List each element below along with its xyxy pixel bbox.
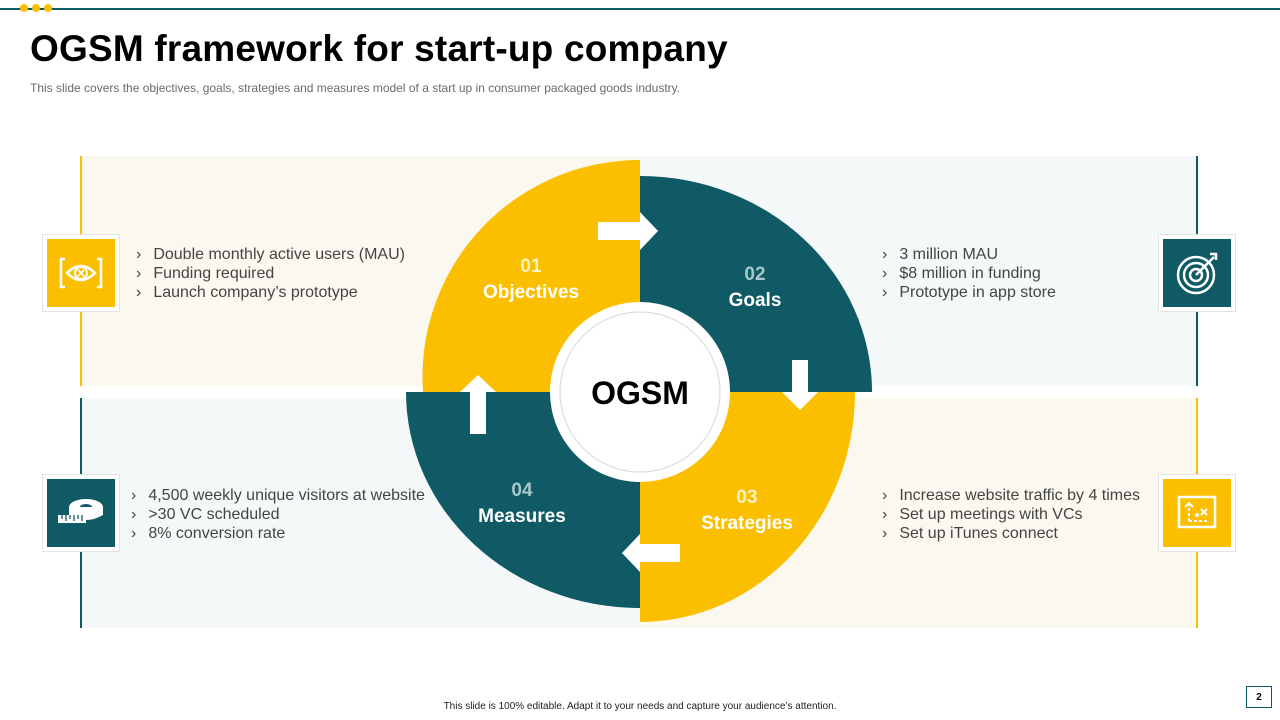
measures-number: 04 <box>511 480 533 501</box>
center-circle <box>550 302 730 482</box>
measures-label: Measures <box>478 506 566 527</box>
list-item: >30 VC scheduled <box>131 505 425 524</box>
list-item: Increase website traffic by 4 times <box>882 486 1140 505</box>
page-number: 2 <box>1246 686 1272 708</box>
goals-bullet-list: 3 million MAU $8 million in funding Prot… <box>882 245 1056 302</box>
list-item: Set up iTunes connect <box>882 524 1140 543</box>
arrow-right-icon <box>598 212 658 250</box>
dartboard-icon <box>1176 252 1218 295</box>
goals-icon-box <box>1158 234 1236 312</box>
goals-number: 02 <box>744 264 765 285</box>
arrow-down-icon <box>782 360 818 410</box>
strategy-board-icon <box>1177 495 1217 529</box>
list-item: Launch company’s prototype <box>136 283 405 302</box>
top-rule <box>0 8 1280 10</box>
arrow-up-icon <box>460 375 496 434</box>
center-circle-ring <box>559 311 721 473</box>
slide-subtitle: This slide covers the objectives, goals,… <box>30 81 681 95</box>
objectives-icon-box <box>42 234 120 312</box>
center-label: OGSM <box>591 375 689 411</box>
eye-target-icon <box>59 257 103 289</box>
list-item: $8 million in funding <box>882 264 1056 283</box>
slide-footer: This slide is 100% editable. Adapt it to… <box>443 701 837 712</box>
measures-bullet-list: 4,500 weekly unique visitors at website … <box>131 486 425 543</box>
slide-decoration-dots <box>20 4 52 12</box>
list-item: 8% conversion rate <box>131 524 425 543</box>
list-item: 4,500 weekly unique visitors at website <box>131 486 425 505</box>
list-item: Funding required <box>136 264 405 283</box>
strategies-icon-box <box>1158 474 1236 552</box>
measures-icon-box <box>42 474 120 552</box>
strategies-bullet-list: Increase website traffic by 4 times Set … <box>882 486 1140 543</box>
arrow-left-icon <box>622 534 680 572</box>
goals-label: Goals <box>729 290 782 311</box>
slide-title: OGSM framework for start-up company <box>30 28 728 69</box>
list-item: Prototype in app store <box>882 283 1056 302</box>
strategies-number: 03 <box>736 487 757 508</box>
objectives-bullet-list: Double monthly active users (MAU) Fundin… <box>136 245 405 302</box>
strategies-label: Strategies <box>701 513 793 534</box>
list-item: Double monthly active users (MAU) <box>136 245 405 264</box>
objectives-label: Objectives <box>483 282 579 303</box>
objectives-number: 01 <box>520 256 542 277</box>
list-item: 3 million MAU <box>882 245 1056 264</box>
measuring-tape-icon <box>58 499 103 523</box>
list-item: Set up meetings with VCs <box>882 505 1140 524</box>
